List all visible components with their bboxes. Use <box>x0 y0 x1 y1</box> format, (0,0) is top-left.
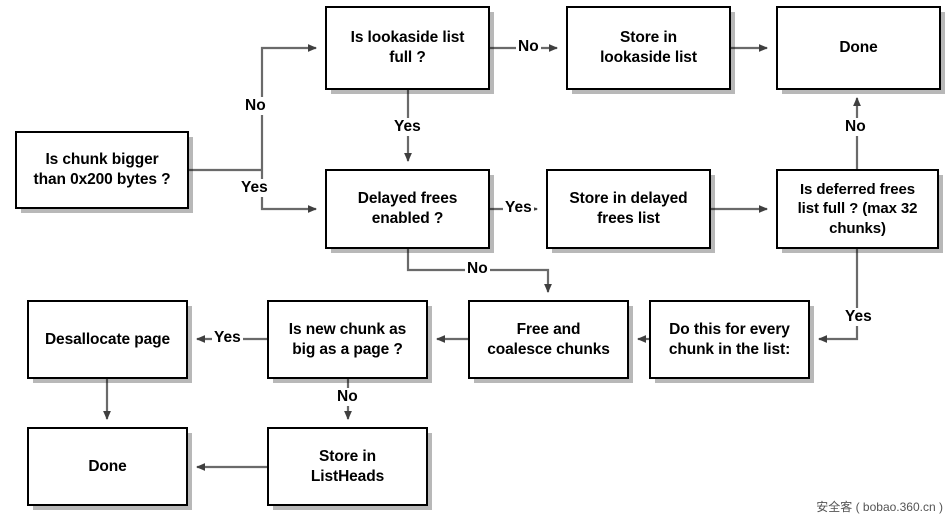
node-new-chunk-page[interactable]: Is new chunk as big as a page ? <box>267 300 428 379</box>
node-free-coalesce[interactable]: Free and coalesce chunks <box>468 300 629 379</box>
node-do-for-every-chunk[interactable]: Do this for every chunk in the list: <box>649 300 810 379</box>
node-done-bottom[interactable]: Done <box>27 427 188 506</box>
node-delayed-frees[interactable]: Delayed frees enabled ? <box>325 169 490 249</box>
edge-label-no-store-lookaside: No <box>516 38 541 56</box>
edge-label-yes-desallocate: Yes <box>212 329 243 347</box>
edge-label-yes-store-delayed: Yes <box>503 199 534 217</box>
connector-group <box>103 44 861 471</box>
edge-label-yes-deferred-loop: Yes <box>843 308 874 326</box>
node-deferred-full[interactable]: Is deferred frees list full ? (max 32 ch… <box>776 169 939 249</box>
edge-label-yes-to-delayed-frees: Yes <box>239 179 270 197</box>
edge-label-no-deferred-done: No <box>843 118 868 136</box>
edge-label-yes-lookaside-delayed: Yes <box>392 118 423 136</box>
node-desallocate-page[interactable]: Desallocate page <box>27 300 188 379</box>
node-store-delayed[interactable]: Store in delayed frees list <box>546 169 711 249</box>
node-chunk-bigger[interactable]: Is chunk bigger than 0x200 bytes ? <box>15 131 189 209</box>
node-done-top[interactable]: Done <box>776 6 941 90</box>
edge-label-no-to-lookaside: No <box>243 97 268 115</box>
node-lookaside-full[interactable]: Is lookaside list full ? <box>325 6 490 90</box>
edge-label-no-delayed-free: No <box>465 260 490 278</box>
node-store-lookaside[interactable]: Store in lookaside list <box>566 6 731 90</box>
node-store-listheads[interactable]: Store in ListHeads <box>267 427 428 506</box>
edge-label-no-store-listheads: No <box>335 388 360 406</box>
edge-yes-delayed <box>260 170 317 213</box>
watermark-text: 安全客 ( bobao.360.cn ) <box>816 500 943 514</box>
edge-no-lookaside <box>260 44 317 170</box>
edge-deferred-yes-loop <box>818 249 859 343</box>
